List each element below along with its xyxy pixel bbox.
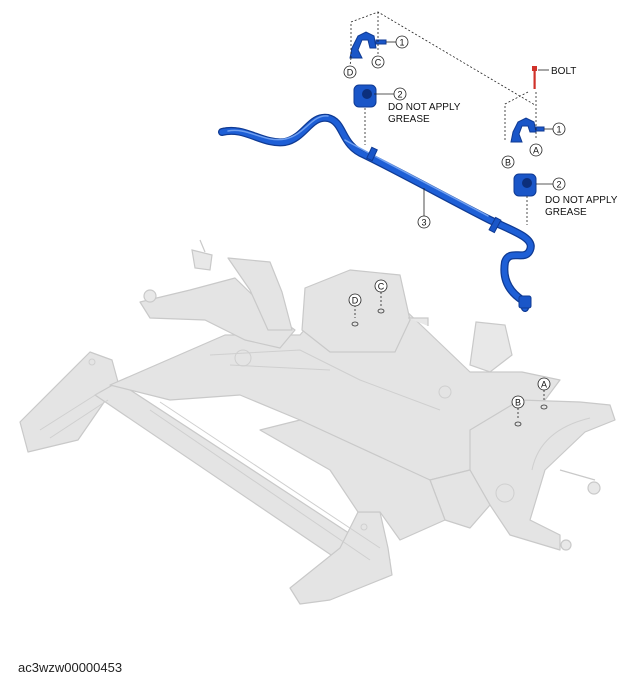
point-frame-b-text: B [515, 397, 521, 407]
lower-bushing [513, 173, 537, 197]
stabilizer-bar-collars [366, 146, 532, 309]
point-upper-d-text: D [347, 67, 354, 77]
subframe-rear-left-mount [289, 511, 393, 605]
upper-bushing [353, 84, 377, 108]
frame-d-hole [351, 321, 359, 327]
subframe-left-front-arm [19, 351, 119, 453]
callout-bar: 3 [417, 215, 431, 229]
subframe-tie-plate [259, 419, 446, 541]
stabilizer-bar-body [219, 115, 534, 311]
guide-lines [349, 11, 545, 420]
note-upper-line1: DO NOT APPLY [388, 102, 461, 113]
bolt-label: BOLT [551, 66, 576, 77]
subframe-ball-joints [143, 239, 601, 551]
frame-b-hole [514, 421, 522, 427]
stabilizer-bar [218, 113, 535, 312]
figure-id-caption: ac3wzw00000453 [18, 660, 123, 675]
subframe-center-tower [301, 269, 411, 353]
upper-bracket [349, 31, 387, 59]
subframe [19, 257, 616, 605]
callout-bushing-lower-text: 2 [556, 179, 561, 189]
frame-a-hole [540, 404, 548, 410]
bolt-icon [532, 66, 537, 89]
lower-bracket [510, 117, 545, 143]
callout-bracket-lower: 1 [552, 122, 566, 136]
point-upper-c-text: C [375, 57, 382, 67]
callout-bracket-upper: 1 [395, 35, 409, 49]
callout-bar-text: 3 [421, 217, 426, 227]
stabilizer-bar-highlight [227, 115, 489, 217]
subframe-left-control-arm [139, 277, 296, 349]
callout-bushing-upper: 2 [393, 87, 407, 101]
point-frame-c: C [374, 279, 388, 314]
callout-bushing-upper-text: 2 [397, 89, 402, 99]
callout-bushing-lower: 2 [552, 177, 566, 191]
point-frame-a-text: A [541, 379, 547, 389]
point-lower-b-text: B [505, 157, 511, 167]
point-frame-d: D [348, 293, 362, 327]
callout-bracket-lower-text: 1 [556, 124, 561, 134]
note-lower-line2: GREASE [545, 207, 587, 218]
note-lower-line1: DO NOT APPLY [545, 195, 618, 206]
point-frame-d-text: D [352, 295, 359, 305]
point-frame-c-text: C [378, 281, 385, 291]
point-upper-d: D [343, 65, 357, 79]
frame-c-hole [377, 308, 385, 314]
note-upper-line2: GREASE [388, 114, 430, 125]
point-frame-b: B [511, 395, 525, 427]
point-lower-a-text: A [533, 145, 539, 155]
point-lower-a: A [529, 143, 543, 157]
callout-bracket-upper-text: 1 [399, 37, 404, 47]
point-frame-a: A [537, 377, 551, 410]
point-lower-b: B [501, 155, 515, 169]
subframe-right-control-arm [469, 399, 616, 551]
subframe-left-tower [227, 257, 293, 331]
callout-leaders [374, 41, 553, 216]
point-upper-c: C [371, 55, 385, 69]
subframe-details [39, 349, 591, 561]
